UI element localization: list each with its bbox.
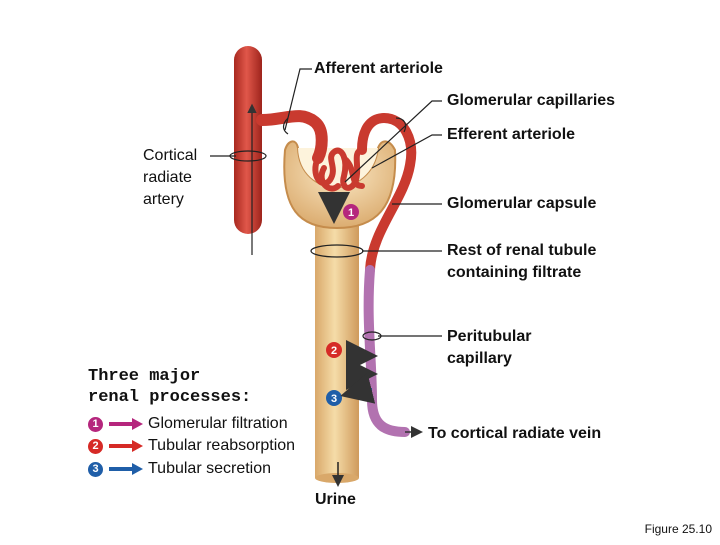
legend-arrow-filtration-icon: [109, 418, 143, 430]
legend-item-filtration: 1 Glomerular filtration: [88, 413, 288, 435]
bracket-efferent: [395, 117, 407, 133]
afferent-arteriole: [256, 110, 328, 164]
legend-arrow-secretion-icon: [109, 463, 143, 475]
label-glomerular-capillaries: Glomerular capillaries: [447, 92, 616, 109]
bracket-afferent: [282, 117, 289, 135]
leader-lines: [210, 68, 442, 341]
marker-1-circle: [343, 204, 359, 220]
ring-peritubular: [362, 331, 382, 341]
tubule-end: [315, 473, 359, 483]
legend-label-filtration: Glomerular filtration: [148, 415, 288, 432]
legend-badge-2: 2: [88, 438, 103, 454]
label-cortical-radiate-artery-3: artery: [143, 191, 184, 208]
label-peritubular-2: capillary: [447, 350, 512, 367]
ring-cortical-artery: [229, 150, 267, 162]
label-efferent-arteriole: Efferent arteriole: [447, 126, 576, 143]
label-cortical-radiate-artery-2: radiate: [143, 169, 192, 186]
ring-tubule: [310, 244, 364, 258]
label-cortical-radiate-artery-1: Cortical: [143, 147, 198, 164]
legend-title-1: Three major: [88, 367, 201, 386]
reabsorption-arrow-1: [345, 339, 378, 372]
legend-item-secretion: 3 Tubular secretion: [88, 458, 271, 480]
leader-glomerular-capillaries: [344, 100, 442, 183]
label-rest-of-tubule-1: Rest of renal tubule: [447, 242, 597, 259]
label-glomerular-capsule: Glomerular capsule: [447, 195, 597, 212]
glomerular-capillaries: [312, 147, 365, 192]
cortical-radiate-artery: [234, 46, 262, 234]
legend-title-2: renal processes:: [88, 388, 252, 407]
label-to-vein: To cortical radiate vein: [428, 425, 602, 442]
legend-badge-3: 3: [88, 461, 103, 477]
label-peritubular-1: Peritubular: [447, 328, 532, 345]
label-afferent-arteriole: Afferent arteriole: [314, 60, 443, 77]
marker-3: 3: [331, 393, 337, 405]
legend-arrow-reabsorption-icon: [109, 440, 143, 452]
label-rest-of-tubule-2: containing filtrate: [447, 264, 582, 281]
marker-1: 1: [348, 207, 354, 219]
efferent-arteriole: [357, 112, 417, 275]
leader-afferent: [284, 68, 312, 131]
label-urine: Urine: [315, 491, 356, 508]
leader-efferent: [371, 134, 442, 169]
marker-3-circle: [326, 390, 342, 406]
legend-badge-1: 1: [88, 416, 103, 432]
marker-2: 2: [331, 345, 337, 357]
marker-2-circle: [326, 342, 342, 358]
figure-caption: Figure 25.10: [644, 522, 712, 536]
peritubular-capillary: [363, 265, 410, 437]
secretion-arrow: [340, 372, 376, 404]
legend-item-reabsorption: 2 Tubular reabsorption: [88, 435, 295, 457]
legend-label-secretion: Tubular secretion: [148, 460, 272, 477]
legend-label-reabsorption: Tubular reabsorption: [148, 437, 296, 454]
